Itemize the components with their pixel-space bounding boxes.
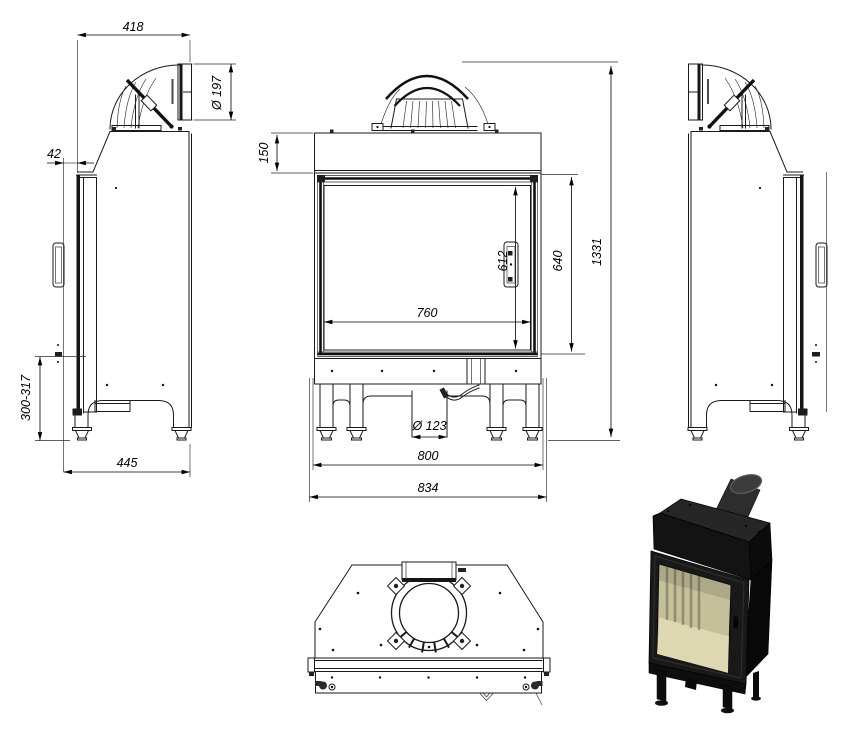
side-view-right xyxy=(687,63,828,441)
dim-total-width: 834 xyxy=(309,440,547,502)
dim-flue-diameter: Ø 197 xyxy=(194,63,236,121)
dim-label-door-height: 640 xyxy=(551,251,565,272)
dim-label-front-offset: 42 xyxy=(47,147,61,161)
dim-label-feet-span: 800 xyxy=(418,449,439,463)
dim-label-total-height: 1331 xyxy=(590,238,604,266)
dim-label-flue-diameter: Ø 197 xyxy=(210,75,224,111)
dim-label-hood-height: 150 xyxy=(257,143,271,164)
side-view-left xyxy=(52,63,193,441)
dim-feet-span: 800 xyxy=(312,440,544,470)
dim-door-height: 640 xyxy=(541,174,585,355)
dim-front-offset: 42 xyxy=(47,147,94,472)
render-3d xyxy=(648,474,773,714)
dim-label-top-depth: 418 xyxy=(123,20,144,34)
dim-label-base-depth: 445 xyxy=(117,456,138,470)
top-view xyxy=(307,561,551,706)
dim-label-glass-width: 760 xyxy=(417,306,438,320)
dim-total-height: 1331 xyxy=(462,61,620,441)
dim-label-total-width: 834 xyxy=(418,481,439,495)
render-firebox-floor xyxy=(656,616,730,674)
dim-base-depth: 445 xyxy=(63,444,191,477)
dim-air-inlet-diameter: Ø 123 xyxy=(411,419,447,440)
dim-glass-width: 760 xyxy=(324,306,531,325)
dim-hood-height: 150 xyxy=(257,132,313,174)
dim-label-base-height-range: 300-317 xyxy=(19,374,33,421)
dim-base-height-range: 300-317 xyxy=(19,356,86,441)
front-view xyxy=(309,74,547,441)
dim-label-glass-height: 612 xyxy=(496,251,510,272)
dim-label-air-inlet-diameter: Ø 123 xyxy=(411,419,446,433)
dim-top-depth: 418 xyxy=(77,20,191,173)
